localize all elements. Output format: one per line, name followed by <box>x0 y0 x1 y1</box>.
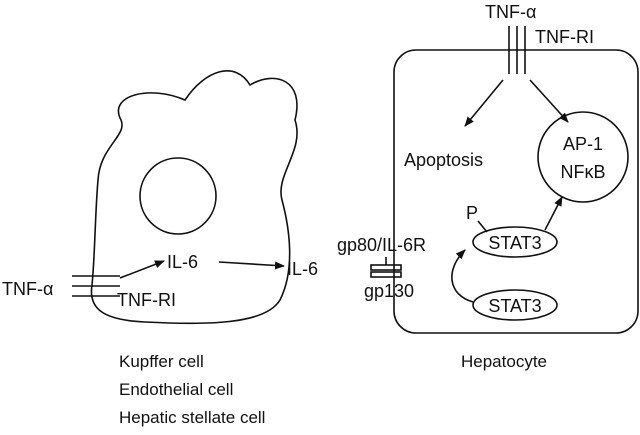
left-receptor-lines <box>72 275 120 297</box>
to-nucleus-arrow <box>529 79 569 123</box>
caption-stellate: Hepatic stellate cell <box>119 408 265 427</box>
il6-secretion-arrow <box>218 261 285 270</box>
left-il6-label: IL-6 <box>167 252 198 272</box>
hepatocyte-ligand-label: TNF-α <box>485 2 536 22</box>
caption-kupffer: Kupffer cell <box>119 352 204 371</box>
gp130-label: gp130 <box>364 281 414 301</box>
stat3-inactive-oval <box>472 289 558 321</box>
left-receptor-label: TNF-RI <box>117 290 176 310</box>
hepatocyte-caption: Hepatocyte <box>461 352 547 371</box>
hepatocyte-receptor-label: TNF-RI <box>535 27 594 47</box>
stat3-active-label: STAT3 <box>488 233 541 253</box>
phospho-label: P <box>466 203 478 223</box>
nfkb-label: NFκB <box>561 162 606 182</box>
ap1-label: AP-1 <box>563 134 603 154</box>
caption-endothelial: Endothelial cell <box>119 380 233 399</box>
left-cell-nucleus <box>139 157 217 235</box>
phospho-link <box>477 220 488 233</box>
hepatocyte-receptor-lines <box>508 26 526 74</box>
secreted-il6-label: IL-6 <box>287 259 318 279</box>
receptor-to-il6-arrow <box>119 260 165 279</box>
hepatocyte-nucleus <box>537 111 629 203</box>
apoptosis-label: Apoptosis <box>404 150 483 170</box>
gp130-receptor-icon <box>370 257 402 278</box>
left-ligand-label: TNF-α <box>2 279 53 299</box>
stat3-active-oval <box>472 226 558 258</box>
stat3-to-nucleus-arrow <box>544 196 563 231</box>
left-cell-outline <box>90 70 298 325</box>
stat3-activation-arrow <box>451 249 474 303</box>
hepatocyte-outline <box>393 49 639 334</box>
to-apoptosis-arrow <box>464 79 504 127</box>
gp80-il6r-label: gp80/IL-6R <box>337 235 426 255</box>
stat3-inactive-label: STAT3 <box>488 296 541 316</box>
